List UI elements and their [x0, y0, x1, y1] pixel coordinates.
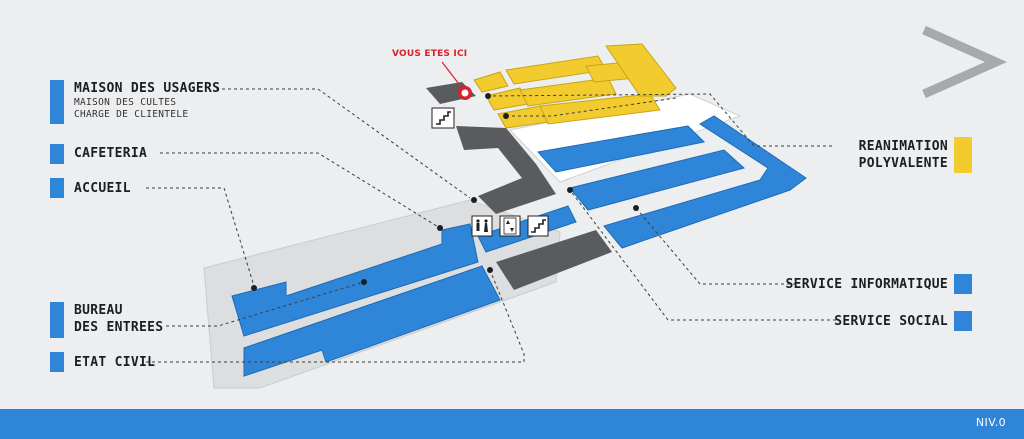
accueil-label: ACCUEIL [74, 181, 131, 196]
bureau-line2-label: DES ENTREES [74, 320, 164, 335]
reanimation-block-8 [605, 43, 677, 97]
toilets-icon [471, 215, 493, 237]
stairs-icon-2 [527, 215, 549, 237]
leader-social [569, 189, 836, 321]
legend-bureau: BUREAU DES ENTREES [74, 302, 163, 336]
level-indicator: NIV.0 [975, 416, 1006, 429]
charge-clientele-label: CHARGE DE CLIENTELE [74, 109, 189, 120]
service-informatique-label: SERVICE INFORMATIQUE [785, 277, 948, 292]
circulation-corridor [456, 126, 556, 214]
you-are-here-label: VOUS ETES ICI [392, 49, 468, 59]
leader-informatique [635, 207, 796, 285]
legend-swatch-cafeteria [50, 144, 64, 164]
reanimation-block-1 [473, 71, 509, 93]
elevator-icon [499, 215, 521, 237]
maison-cultes-label: MAISON DES CULTES [74, 97, 177, 108]
etat-civil-label: ETAT CIVIL [74, 355, 156, 370]
legend-swatch-accueil [50, 178, 64, 198]
reanimation-line2-label: POLYVALENTE [858, 156, 948, 171]
legend-swatch-social [954, 311, 972, 331]
service-social-wing-2 [569, 149, 746, 211]
leader-etat-civil [146, 269, 525, 363]
reanimation-block-5 [519, 77, 617, 107]
maison-usagers-label: MAISON DES USAGERS [74, 81, 221, 96]
footer-bar: NIV.0 [0, 409, 1024, 439]
next-arrow-icon[interactable] [922, 25, 1008, 99]
leader-accueil [146, 187, 255, 287]
legend-swatch-informatique [954, 274, 972, 294]
leader-lines [146, 88, 836, 363]
cafeteria-label: CAFETERIA [74, 146, 148, 161]
leader-maison-usagers [216, 88, 471, 199]
legend-swatch-etat-civil [50, 352, 64, 372]
legend-reanimation: REANIMATION POLYVALENTE [859, 138, 948, 172]
service-informatique-block [603, 115, 807, 249]
stairs-icon [431, 107, 455, 129]
legend-swatch-bureau [50, 302, 64, 338]
you-are-here-marker-icon [441, 61, 472, 100]
reanimation-block-6 [539, 93, 661, 125]
leader-reanimation [487, 93, 832, 147]
legend-swatch-maison-usagers [50, 80, 64, 124]
reanimation-line1-label: REANIMATION [858, 139, 948, 154]
service-social-label: SERVICE SOCIAL [834, 314, 948, 329]
legend-maison-usagers: MAISON DES USAGERS MAISON DES CULTES CHA… [74, 80, 220, 121]
bureau-line1-label: BUREAU [74, 303, 123, 318]
legend-swatch-reanimation [954, 137, 972, 173]
circulation-block-bottom [496, 230, 612, 290]
service-social-wing-1 [537, 125, 706, 173]
leader-dots [251, 93, 639, 291]
leader-cafeteria [160, 152, 441, 229]
